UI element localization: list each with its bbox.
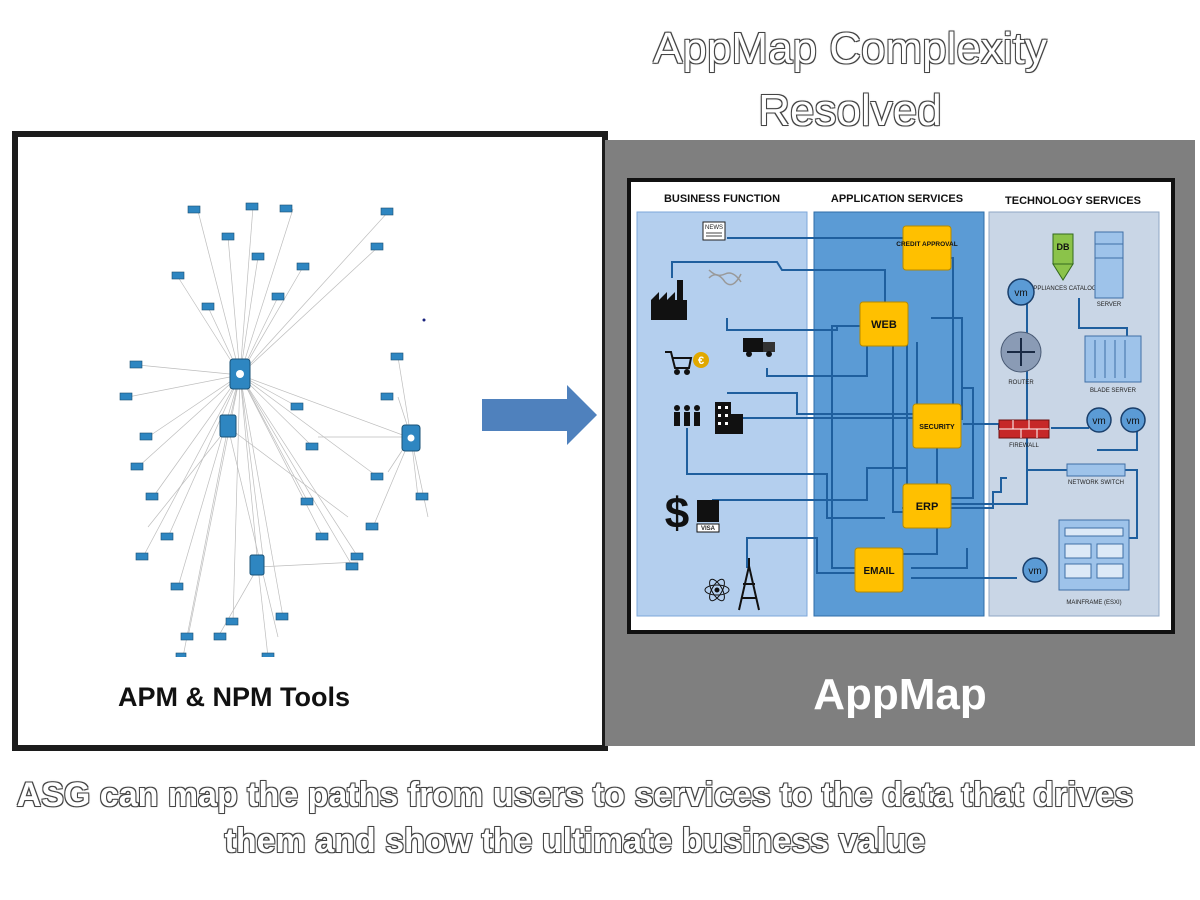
right-arrow-icon <box>482 385 597 445</box>
factory-icon <box>651 280 687 320</box>
svg-text:NETWORK SWITCH: NETWORK SWITCH <box>1068 480 1124 486</box>
svg-text:vm: vm <box>1014 288 1027 299</box>
euro-icon: € <box>693 352 709 368</box>
network-switch-icon: NETWORK SWITCH <box>1066 463 1126 486</box>
database-icon: DB APPLIANCES CATALOG <box>1029 233 1097 292</box>
blade-server-icon: BLADE SERVER <box>1084 335 1142 394</box>
shopping-cart-icon <box>665 351 693 375</box>
svg-text:FIREWALL: FIREWALL <box>1009 443 1039 449</box>
vm-icon: vm <box>1086 407 1112 433</box>
svg-text:CREDIT APPROVAL: CREDIT APPROVAL <box>896 241 957 248</box>
svg-text:APPLIANCES CATALOG: APPLIANCES CATALOG <box>1029 286 1096 292</box>
svg-text:BLADE SERVER: BLADE SERVER <box>1090 388 1137 394</box>
svg-text:vm: vm <box>1092 416 1105 427</box>
column-header: APPLICATION SERVICES <box>831 193 963 205</box>
caption: ASG can map the paths from users to serv… <box>16 776 1134 860</box>
network-topology-graph <box>119 202 429 657</box>
email-service[interactable]: EMAIL <box>854 547 904 593</box>
svg-text:EMAIL: EMAIL <box>863 566 894 577</box>
svg-text:vm: vm <box>1126 416 1139 427</box>
svg-text:VISA: VISA <box>701 526 716 532</box>
svg-text:$: $ <box>665 489 689 538</box>
atom-icon <box>704 578 730 602</box>
truck-icon <box>743 338 775 357</box>
page-title: AppMap Complexity Resolved <box>653 24 1047 135</box>
left-panel-label: APM & NPM Tools <box>118 682 350 712</box>
svg-text:ERP: ERP <box>916 501 939 513</box>
column-header: BUSINESS FUNCTION <box>664 193 780 205</box>
svg-text:SECURITY: SECURITY <box>919 424 955 431</box>
cash-register-icon: VISA <box>696 500 720 533</box>
vm-icon: vm <box>1007 278 1035 306</box>
router-icon: ROUTER <box>1000 331 1042 386</box>
mainframe-icon: MAINFRAME (ESXI) <box>1058 519 1130 606</box>
svg-text:DB: DB <box>1057 242 1070 252</box>
dna-icon <box>708 269 742 286</box>
dollar-icon: $ <box>665 489 689 538</box>
appmap-diagram: BUSINESS FUNCTION APPLICATION SERVICES T… <box>627 178 1175 634</box>
credit-approval-service[interactable]: CREDIT APPROVAL <box>896 225 958 271</box>
vm-icon: vm <box>1120 407 1146 433</box>
svg-text:NEWS: NEWS <box>705 225 723 231</box>
svg-text:€: € <box>698 355 704 367</box>
security-service[interactable]: SECURITY <box>912 403 962 449</box>
building-icon <box>715 402 743 434</box>
right-panel-label: AppMap <box>813 670 987 719</box>
people-icon <box>674 405 700 426</box>
svg-text:MAINFRAME (ESXI): MAINFRAME (ESXI) <box>1066 600 1121 606</box>
server-icon: SERVER <box>1094 231 1124 308</box>
apm-npm-panel: APM & NPM Tools <box>12 131 608 751</box>
column-header: TECHNOLOGY SERVICES <box>1005 195 1141 207</box>
svg-text:vm: vm <box>1028 566 1041 577</box>
oil-rig-icon <box>738 558 760 611</box>
newspaper-icon: NEWS <box>702 221 726 241</box>
erp-service[interactable]: ERP <box>902 483 952 529</box>
svg-text:SERVER: SERVER <box>1097 302 1122 308</box>
appmap-panel: BUSINESS FUNCTION APPLICATION SERVICES T… <box>605 140 1195 746</box>
web-service[interactable]: WEB <box>859 301 909 347</box>
svg-text:ROUTER: ROUTER <box>1008 380 1034 386</box>
vm-icon: vm <box>1022 557 1048 583</box>
svg-text:WEB: WEB <box>871 319 897 331</box>
firewall-icon: FIREWALL <box>998 419 1050 449</box>
